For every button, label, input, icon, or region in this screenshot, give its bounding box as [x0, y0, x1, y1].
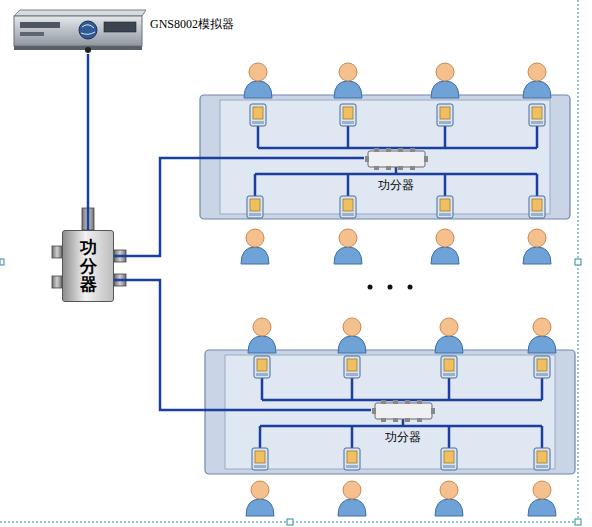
simulator-device: GNS8002模拟器: [10, 4, 254, 54]
coax-cable: [114, 158, 364, 256]
splitter-label: 功分器: [385, 429, 421, 446]
power-splitter: 功分器: [62, 230, 114, 302]
splitter-label: 功分器: [378, 177, 414, 194]
power-splitter: 功分器: [371, 402, 435, 446]
coax-cable: [87, 54, 90, 230]
device-label: GNS8002模拟器: [150, 16, 254, 33]
splitter-label: 功分器: [80, 238, 97, 294]
power-splitter: 功分器: [364, 150, 428, 194]
coax-cable: [114, 280, 371, 410]
